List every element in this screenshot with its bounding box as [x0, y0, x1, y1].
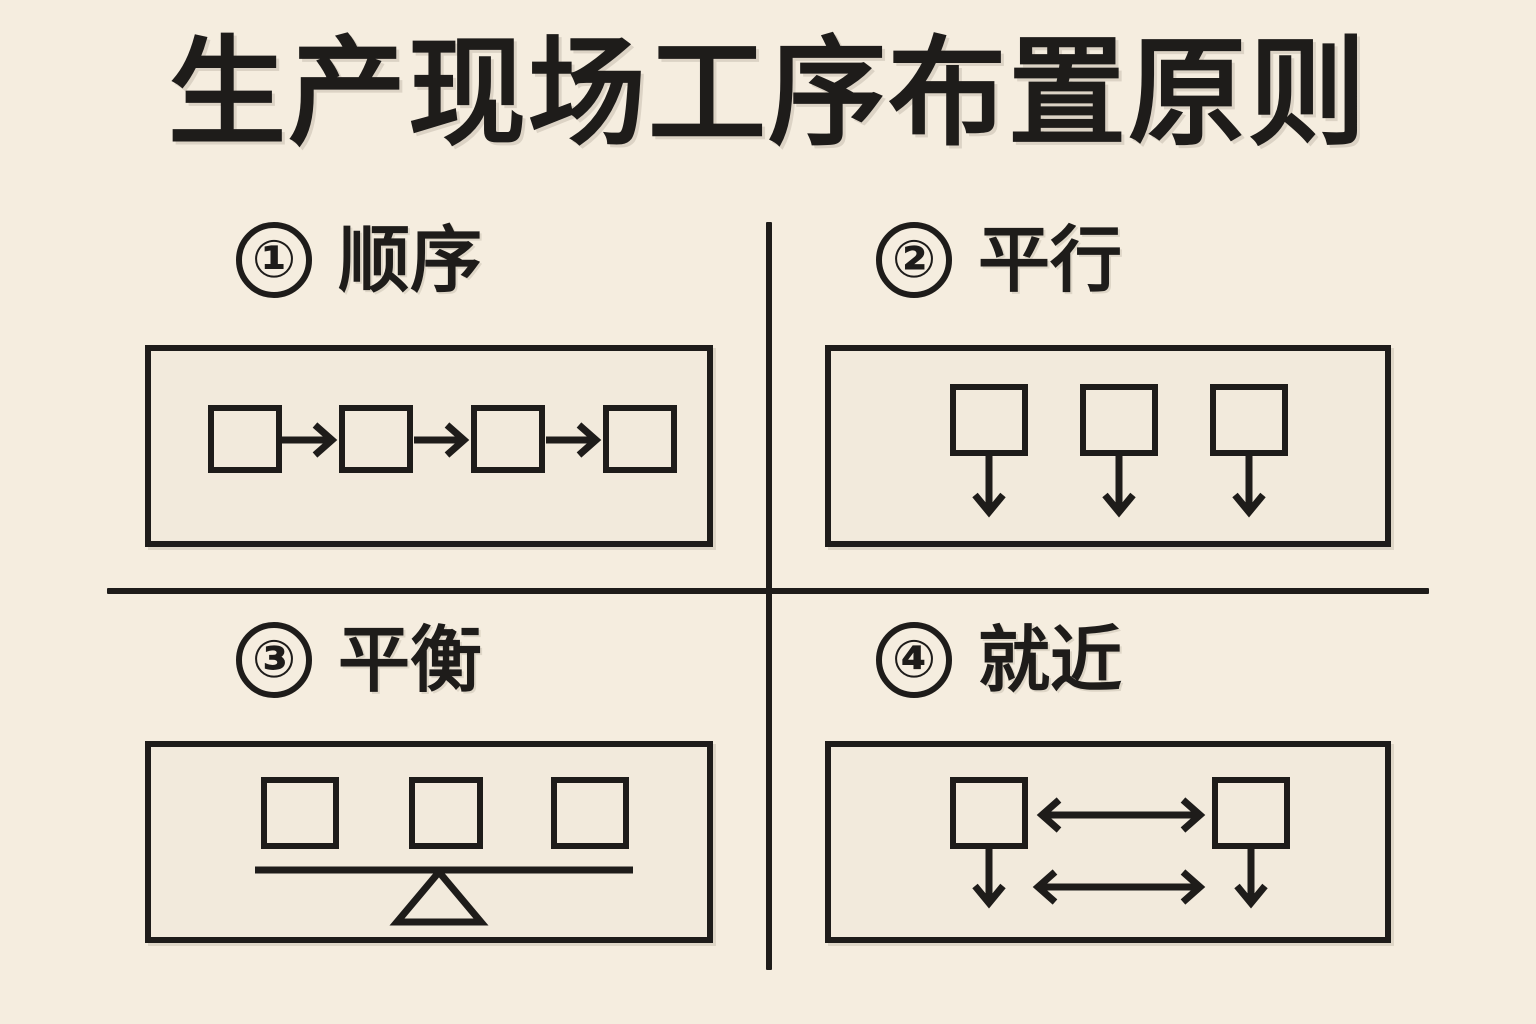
arrow-down-icon: [1234, 849, 1268, 909]
process-box: [950, 777, 1028, 849]
arrow-down-icon: [1232, 456, 1266, 518]
quadrant-number-2: ②: [876, 222, 952, 298]
diagram-panel-balance: [145, 741, 713, 943]
quadrant-label-2: 平行: [978, 218, 1123, 302]
arrow-down-icon: [1102, 456, 1136, 518]
process-box: [208, 405, 282, 473]
quadrant-number-3: ③: [236, 622, 312, 698]
divider-vertical: [766, 222, 772, 970]
quadrant-heading-3: ③ 平衡: [236, 622, 482, 698]
fulcrum-triangle-icon: [389, 866, 489, 926]
arrow-right-icon: [414, 422, 470, 458]
arrow-double-horizontal-icon: [1036, 797, 1206, 833]
arrow-double-horizontal-icon: [1032, 869, 1206, 905]
process-box: [1212, 777, 1290, 849]
page-title: 生产现场工序布置原则: [167, 24, 1368, 162]
process-box: [1080, 384, 1158, 456]
process-box: [261, 777, 339, 849]
quadrant-heading-1: ① 顺序: [236, 222, 482, 298]
arrow-down-icon: [972, 456, 1006, 518]
process-box: [409, 777, 483, 849]
process-box: [950, 384, 1028, 456]
process-box: [1210, 384, 1288, 456]
arrow-right-icon: [282, 422, 338, 458]
quadrant-number-1: ①: [236, 222, 312, 298]
process-box: [603, 405, 677, 473]
diagram-panel-sequential: [145, 345, 713, 547]
quadrant-label-4: 就近: [978, 618, 1123, 702]
process-box: [471, 405, 545, 473]
quadrant-heading-2: ② 平行: [876, 222, 1122, 298]
quadrant-number-4: ④: [876, 622, 952, 698]
quadrant-heading-4: ④ 就近: [876, 622, 1122, 698]
process-box: [551, 777, 629, 849]
quadrant-label-1: 顺序: [338, 218, 483, 302]
process-box: [339, 405, 413, 473]
arrow-right-icon: [546, 422, 602, 458]
diagram-panel-parallel: [825, 345, 1391, 547]
arrow-down-icon: [972, 849, 1006, 909]
diagram-panel-proximity: [825, 741, 1391, 943]
balance-beam-icon: [255, 866, 633, 874]
quadrant-label-3: 平衡: [338, 618, 483, 702]
